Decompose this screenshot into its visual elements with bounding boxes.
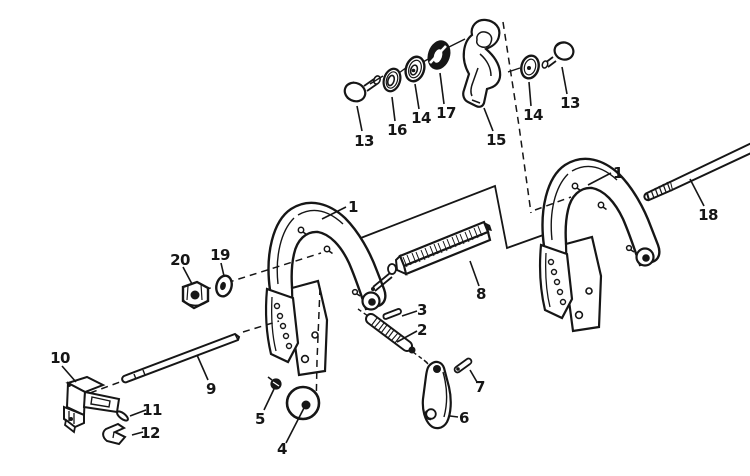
leader-14-left: [414, 83, 420, 110]
axis-tilt-rod: [242, 320, 280, 333]
leader-lines: [61, 66, 705, 444]
clamp-screw-2: [365, 313, 416, 354]
label-6: 6: [459, 409, 469, 427]
leader-20: [182, 266, 193, 285]
leader-4: [285, 405, 306, 444]
label-18: 18: [698, 206, 718, 224]
leader-11: [129, 409, 147, 417]
flange-nut-20: [181, 280, 210, 310]
tilt-rod-9: [121, 332, 241, 384]
part-number-labels: 13 16 14 17 15 14 13 1 18 1 8 3 2 7 6 20…: [50, 94, 718, 458]
bolt-13-left: [343, 75, 381, 103]
label-11: 11: [142, 401, 162, 419]
swivel-disc-4: [285, 385, 321, 421]
label-13-left: 13: [354, 132, 374, 150]
label-10: 10: [50, 349, 70, 367]
leader-16: [391, 96, 396, 122]
leader-18: [689, 178, 705, 207]
label-9: 9: [206, 380, 216, 398]
leader-14-right: [528, 81, 532, 107]
pin-3: [382, 308, 402, 320]
label-1-left: 1: [348, 198, 358, 216]
leader-12: [131, 431, 144, 436]
axis-pad-vertical: [307, 287, 321, 414]
axis-clamp-screw-top: [357, 308, 369, 317]
washer-19: [215, 274, 233, 298]
washer-16: [382, 67, 402, 93]
leader-5: [263, 388, 275, 411]
leader-7: [469, 369, 478, 383]
washer-14-left: [404, 55, 426, 83]
leader-19: [220, 262, 225, 277]
clip-12: [102, 422, 127, 446]
label-20: 20: [170, 251, 190, 269]
label-15: 15: [486, 131, 506, 149]
leader-10: [61, 365, 77, 383]
leader-15: [483, 107, 494, 132]
hook-latch-15: [462, 18, 502, 108]
leader-6: [449, 415, 459, 418]
assembly-reference-line: [352, 184, 561, 250]
label-17: 17: [436, 104, 456, 122]
label-5: 5: [255, 410, 265, 428]
label-12: 12: [140, 424, 160, 442]
label-14-left: 14: [411, 109, 431, 127]
washer-14-right: [520, 54, 540, 80]
clamp-bracket-left: [264, 201, 387, 377]
screw-5: [267, 376, 282, 390]
grommet-17: [427, 40, 451, 70]
label-7: 7: [475, 378, 485, 396]
label-3: 3: [417, 301, 427, 319]
axis-hardware-to-bracket: [534, 196, 572, 211]
label-8: 8: [476, 285, 486, 303]
label-1-right: 1: [613, 164, 623, 182]
axis-anchor-bracket: [89, 381, 121, 394]
hardware-axis-links: [369, 38, 521, 85]
leader-8: [469, 260, 480, 287]
anchor-bracket-10: [63, 375, 121, 434]
leader-13-left: [356, 105, 363, 132]
exploded-parts-diagram: 13 16 14 17 15 14 13 1 18 1 8 3 2 7 6 20…: [40, 16, 750, 460]
leader-3: [401, 310, 418, 317]
pin-11: [116, 410, 129, 422]
label-14-right: 14: [523, 106, 543, 124]
leader-2: [396, 330, 418, 343]
clamp-bracket-right: [538, 157, 661, 333]
label-4: 4: [277, 440, 287, 458]
leader-13-right: [561, 66, 568, 95]
swivel-block-8: [371, 220, 492, 292]
parts-diagram-canvas: 13 16 14 17 15 14 13 1 18 1 8 3 2 7 6 20…: [50, 18, 750, 458]
label-16: 16: [387, 121, 407, 139]
leader-1-right: [587, 172, 612, 186]
leader-1-left: [321, 206, 347, 220]
leader-17: [439, 72, 445, 105]
pin-7: [453, 357, 473, 374]
bolt-13-right: [541, 41, 575, 69]
label-13-right: 13: [560, 94, 580, 112]
leader-9: [196, 354, 209, 381]
clamp-pad-6: [421, 359, 452, 430]
axis-nut-washer: [203, 252, 322, 291]
label-19: 19: [210, 246, 230, 264]
transom-bolt-18: [643, 142, 750, 202]
label-2: 2: [417, 321, 427, 339]
